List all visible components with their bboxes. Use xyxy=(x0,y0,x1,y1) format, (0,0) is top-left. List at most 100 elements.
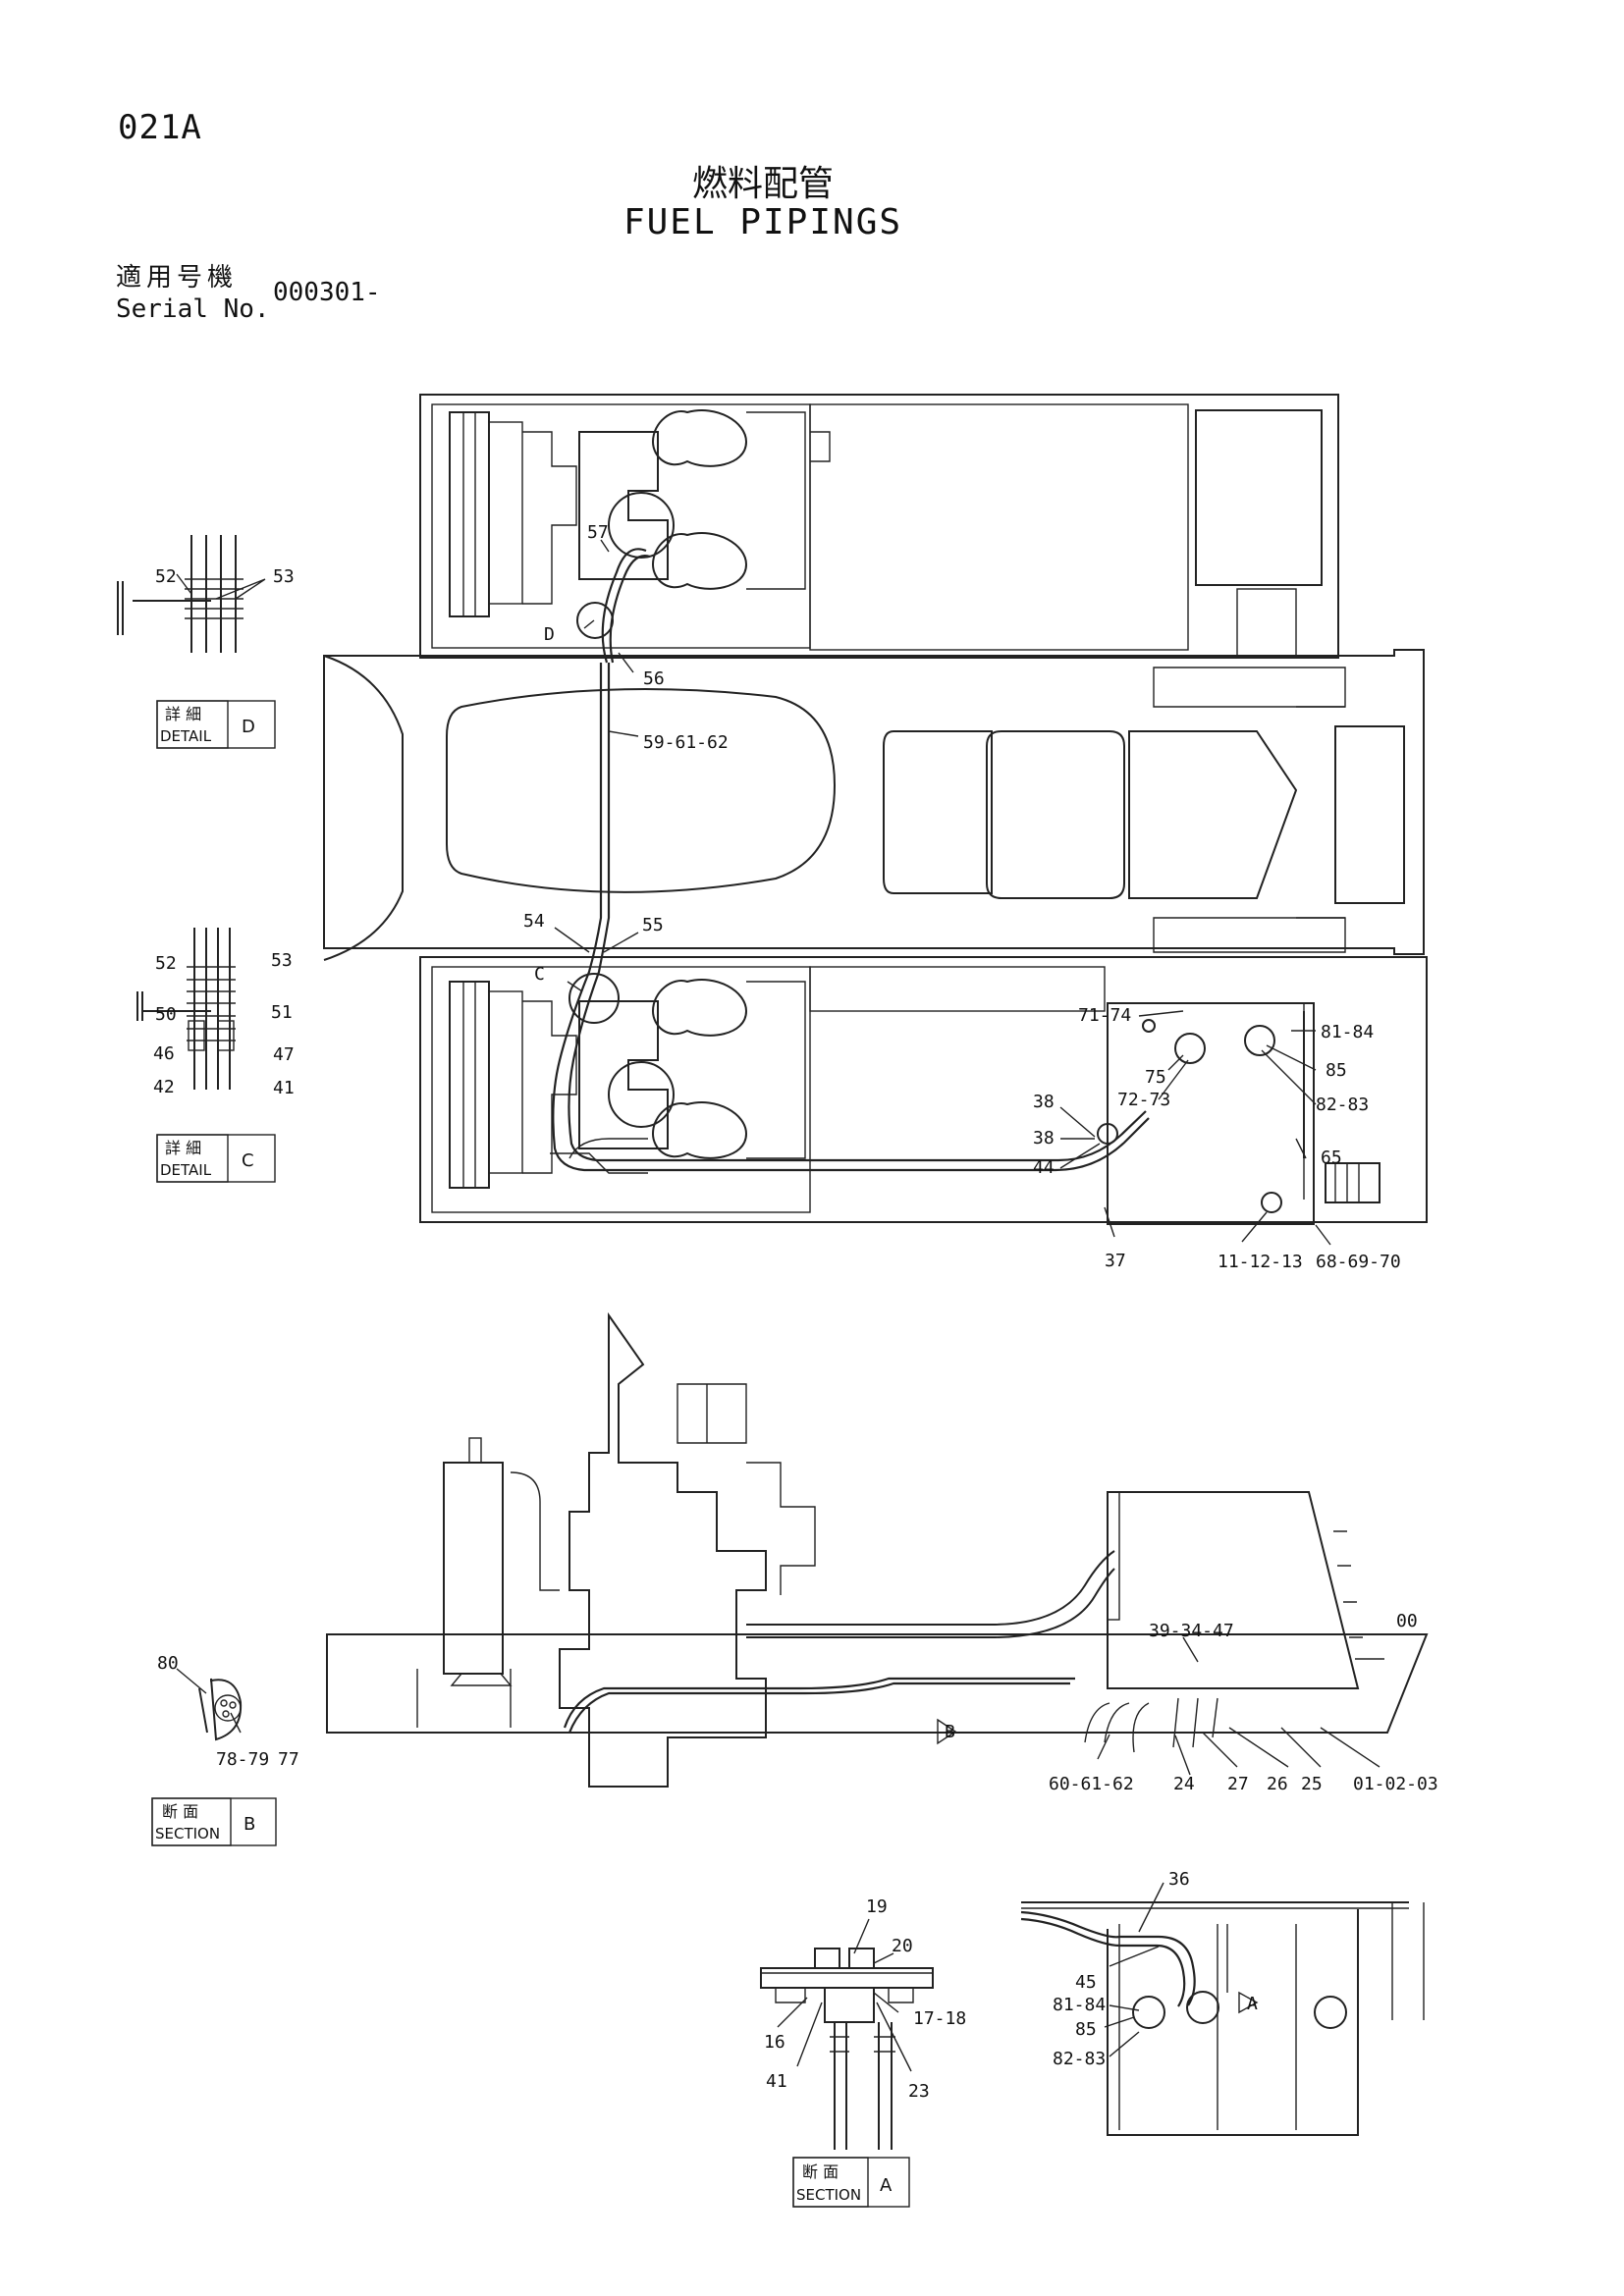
callout-label: 44 xyxy=(1033,1157,1055,1178)
section-a-drawing xyxy=(760,1948,934,2150)
section-box-b: 断 面 SECTION B xyxy=(151,1797,277,1846)
fuel-tank-side xyxy=(1107,1491,1360,1689)
callout-label: 17-18 xyxy=(913,2008,966,2029)
tank-detail-body xyxy=(1107,1909,1359,2136)
callout-label: 81-84 xyxy=(1321,1022,1374,1042)
callout-label: 00 xyxy=(1396,1611,1418,1631)
callout-label: 36 xyxy=(1168,1869,1190,1890)
serial-label-japanese: 適用号機 xyxy=(116,263,239,293)
callout-label: 68-69-70 xyxy=(1316,1252,1401,1272)
callout-label: 41 xyxy=(273,1078,295,1098)
section-b-drawing xyxy=(198,1678,243,1741)
cab-outline xyxy=(446,688,837,893)
fuel-tank-top xyxy=(1107,1002,1315,1225)
callouts-detail-d: 52 53 xyxy=(155,566,295,587)
callout-label: 56 xyxy=(643,668,665,689)
callout-label: 52 xyxy=(155,566,177,587)
callout-label: 54 xyxy=(523,911,545,932)
callouts-tank-detail: 36 45 81-84 85 82-83 A xyxy=(1053,1869,1258,2069)
callout-label: 37 xyxy=(1105,1251,1126,1271)
page-title: FUEL PIPINGS xyxy=(623,202,903,242)
section-box-label: SECTION xyxy=(796,2186,861,2204)
callout-label: 85 xyxy=(1326,1060,1347,1081)
callout-label: 81-84 xyxy=(1053,1995,1106,2015)
detail-box-c: 詳 細 DETAIL C xyxy=(156,1134,276,1183)
callouts-section-b: 80 78-79 77 xyxy=(157,1653,299,1770)
callout-label: 24 xyxy=(1173,1774,1195,1794)
callout-label: 27 xyxy=(1227,1774,1249,1794)
callout-label: 65 xyxy=(1321,1148,1342,1168)
callout-label: B xyxy=(945,1722,955,1742)
section-box-a: 断 面 SECTION A xyxy=(792,2157,910,2208)
callout-label: 26 xyxy=(1267,1774,1288,1794)
callouts-detail-c: 52 53 50 51 46 47 42 41 xyxy=(153,950,295,1098)
top-view xyxy=(323,394,1428,1225)
callout-label: 52 xyxy=(155,953,177,974)
tank-detail-drawing xyxy=(1020,1901,1425,2136)
side-fuel-pipe xyxy=(563,1677,1075,1729)
detail-box-ref: D xyxy=(242,717,255,737)
callout-label: 71-74 xyxy=(1078,1005,1131,1026)
fuel-pipe-upper xyxy=(601,548,647,664)
callout-label: 11-12-13 xyxy=(1218,1252,1303,1272)
callout-label: 39-34-47 xyxy=(1149,1621,1234,1641)
callout-label: 46 xyxy=(153,1043,175,1064)
page-code: 021A xyxy=(118,108,202,147)
callout-label: 16 xyxy=(764,2032,785,2053)
callout-label: A xyxy=(1247,1994,1258,2014)
fuel-pipe-main xyxy=(552,663,1150,1172)
callout-label: C xyxy=(534,964,545,985)
callout-label: 41 xyxy=(766,2071,787,2092)
callouts-top-view: 57 D 56 59-61-62 54 55 C 71-74 75 72-73 … xyxy=(523,522,1401,1272)
serial-number: 000301- xyxy=(273,278,381,307)
radiator-upper xyxy=(449,411,490,617)
detail-box-ref: C xyxy=(242,1150,254,1171)
leader-lines xyxy=(176,539,1394,2072)
callout-label: 51 xyxy=(271,1002,293,1023)
callout-label: 53 xyxy=(273,566,295,587)
engine-side xyxy=(559,1311,767,1788)
callout-label: 38 xyxy=(1033,1128,1055,1148)
section-box-ref: A xyxy=(880,2175,893,2196)
section-box-label-jp: 断 面 xyxy=(802,2163,839,2181)
callout-label: D xyxy=(544,624,555,645)
serial-label: Serial No. xyxy=(116,294,270,324)
callout-label: 42 xyxy=(153,1077,175,1097)
callout-label: 60-61-62 xyxy=(1049,1774,1134,1794)
radiator-lower xyxy=(449,981,490,1189)
detail-box-label: DETAIL xyxy=(160,727,212,745)
side-frame xyxy=(326,1633,1429,1734)
side-radiator xyxy=(443,1462,504,1675)
side-view xyxy=(326,1311,1429,1788)
callout-label: 53 xyxy=(271,950,293,971)
section-box-label: SECTION xyxy=(155,1825,220,1842)
detail-c-drawing xyxy=(136,928,236,1090)
detail-box-d: 詳 細 DETAIL D xyxy=(156,700,276,749)
detail-box-label-jp: 詳 細 xyxy=(165,1139,201,1157)
callout-label: 47 xyxy=(273,1044,295,1065)
callout-label: 80 xyxy=(157,1653,179,1674)
callout-label: 50 xyxy=(155,1004,177,1025)
callout-label: 23 xyxy=(908,2081,930,2102)
callouts-side-view: 39-34-47 00 B 60-61-62 24 27 26 25 01-02… xyxy=(945,1611,1438,1794)
callout-label: 01-02-03 xyxy=(1353,1774,1438,1794)
detail-d-drawing xyxy=(117,535,266,653)
callout-label: 77 xyxy=(278,1749,299,1770)
detail-box-label-jp: 詳 細 xyxy=(165,705,201,723)
callouts-section-a: 19 20 17-18 16 41 23 xyxy=(764,1896,966,2102)
lower-frame xyxy=(419,956,1428,1223)
callout-label: 55 xyxy=(642,915,664,935)
section-box-label-jp: 断 面 xyxy=(162,1802,198,1821)
upper-frame xyxy=(419,394,1339,659)
page-title-japanese: 燃料配管 xyxy=(691,164,834,204)
callout-label: 38 xyxy=(1033,1092,1055,1112)
callout-label: 82-83 xyxy=(1316,1095,1369,1115)
callout-label: 25 xyxy=(1301,1774,1323,1794)
callout-label: 72-73 xyxy=(1117,1090,1170,1110)
callout-label: 85 xyxy=(1075,2019,1097,2040)
detail-box-label: DETAIL xyxy=(160,1161,212,1179)
callout-label: 59-61-62 xyxy=(643,732,729,753)
callout-label: 19 xyxy=(866,1896,888,1917)
tank-detail-pipe xyxy=(1020,1910,1196,2006)
